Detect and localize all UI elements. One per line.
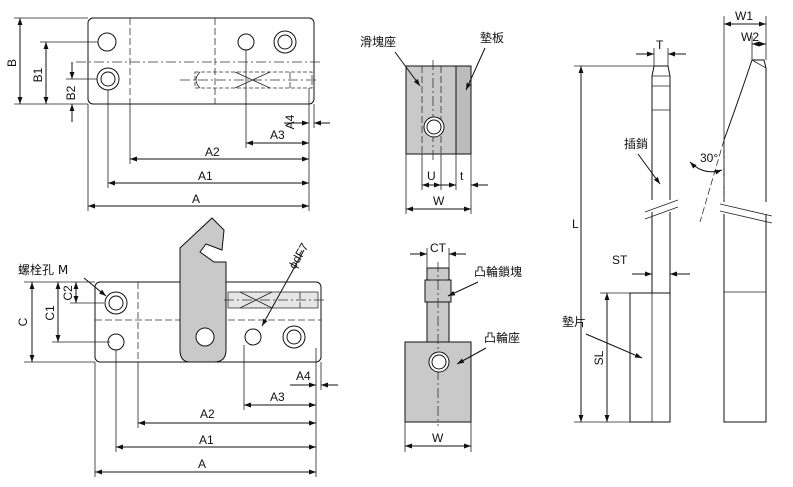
front-dowel-pin bbox=[224, 291, 324, 309]
dim-T: T bbox=[656, 38, 664, 52]
label-cam-seat: 凸輪座 bbox=[484, 330, 520, 345]
front-hole-mid bbox=[244, 328, 262, 346]
dim-A1-top: A1 bbox=[198, 169, 213, 183]
dim-C2: C2 bbox=[61, 285, 75, 301]
shim bbox=[629, 292, 671, 423]
dim-A1-front: A1 bbox=[199, 433, 214, 447]
dim-SL: SL bbox=[592, 350, 606, 365]
pin-view: 插銷 墊片 T ST L SL W1 W2 30° bbox=[562, 9, 773, 423]
dim-A-top: A bbox=[192, 192, 200, 206]
dim-A2-top: A2 bbox=[205, 145, 220, 159]
slider-view: 滑塊座 墊板 U t W bbox=[360, 31, 504, 214]
pad-plate bbox=[455, 65, 472, 155]
cam-view: 凸輪鎖塊 凸輪座 CT W bbox=[404, 241, 522, 452]
dim-A-front: A bbox=[198, 457, 206, 471]
dim-A2-front: A2 bbox=[200, 407, 215, 421]
label-pin: 插銷 bbox=[624, 136, 648, 151]
dim-W2: W2 bbox=[741, 30, 759, 44]
dim-A3-front: A3 bbox=[270, 390, 285, 404]
dim-U: U bbox=[427, 169, 436, 183]
label-shim: 墊片 bbox=[562, 315, 586, 329]
slide-block bbox=[405, 65, 457, 155]
dim-L: L bbox=[572, 217, 579, 231]
label-bolt-hole: 螺栓孔 M bbox=[18, 262, 68, 277]
dim-A3-top: A3 bbox=[270, 128, 285, 142]
label-dowel-dF7: ϕdF7 bbox=[286, 240, 312, 271]
front-hole-lower-left bbox=[107, 333, 125, 351]
label-slide-block: 滑塊座 bbox=[360, 34, 396, 49]
dim-W-cam: W bbox=[432, 431, 444, 445]
dim-ST: ST bbox=[612, 253, 628, 267]
dim-angle-30: 30° bbox=[700, 151, 718, 165]
hook-lever bbox=[179, 217, 227, 363]
label-pad-plate: 墊板 bbox=[480, 31, 504, 45]
dim-A4-top: A4 bbox=[283, 114, 297, 129]
label-cam-lock: 凸輪鎖塊 bbox=[474, 264, 522, 279]
dim-A4-front: A4 bbox=[296, 369, 311, 383]
top-dowel-pin bbox=[180, 71, 318, 89]
dim-B-top: B bbox=[5, 59, 19, 67]
dim-C1: C1 bbox=[43, 305, 57, 321]
front-view: 螺栓孔 M ϕdF7 C C1 C2 A A1 A2 A3 A4 bbox=[16, 217, 338, 477]
top-hole-upper-mid bbox=[237, 33, 255, 51]
top-view: B B1 B2 A A1 A2 A3 A4 bbox=[5, 17, 330, 211]
top-view-plate bbox=[87, 17, 315, 105]
dim-B1: B1 bbox=[31, 67, 45, 82]
dim-W-slider: W bbox=[433, 194, 445, 208]
dim-W1: W1 bbox=[735, 9, 753, 23]
top-hole-upper-left bbox=[97, 32, 117, 52]
cam-lock-block bbox=[424, 267, 452, 343]
insert-pin-side bbox=[719, 59, 773, 423]
dim-B2: B2 bbox=[64, 85, 78, 100]
dim-CT: CT bbox=[430, 241, 447, 255]
dim-C: C bbox=[16, 317, 30, 326]
dim-t: t bbox=[460, 169, 464, 183]
